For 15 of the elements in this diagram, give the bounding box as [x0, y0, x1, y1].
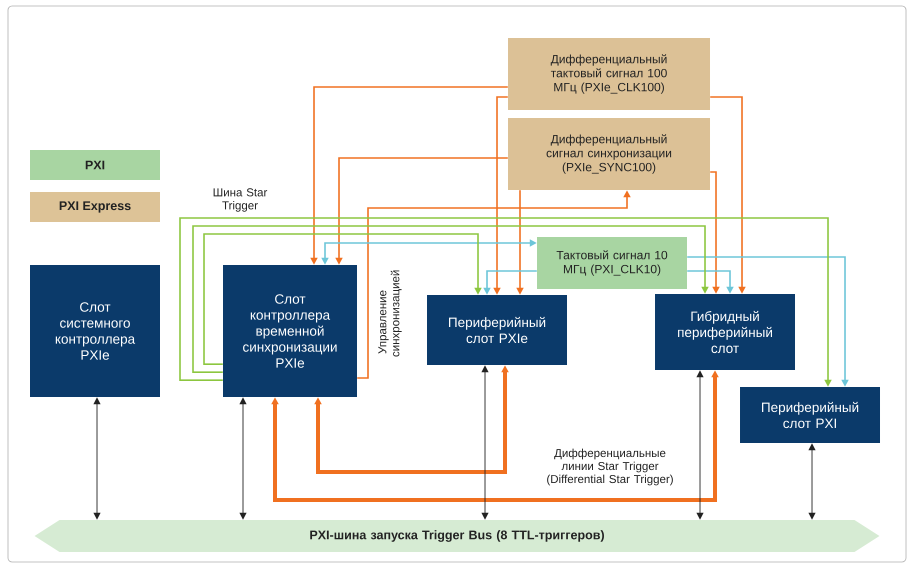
slot-box: Слот контроллера временной синхронизации PXIe — [223, 265, 357, 397]
signal-label: Шина Star Trigger — [214, 188, 268, 212]
signal-box: Дифференциальный тактовый сигнал 100 МГц (PXIe_CLK100) — [508, 38, 710, 110]
legend-item: PXI Express — [30, 192, 160, 222]
legend-item: PXI — [30, 150, 160, 180]
slot-box: Гибридный периферийный слот — [655, 294, 795, 370]
signal-label: Дифференциальные линии Star Trigger (Differential Star Trigger) — [547, 448, 673, 486]
slot-box: Периферийный слот PXIe — [427, 295, 567, 365]
slot-box: Слот системного контроллера PXIe — [30, 265, 160, 397]
signal-box: Дифференциальный сигнал синхронизации (PXIe_SYNC100) — [508, 118, 710, 190]
arrow — [192, 225, 709, 373]
edge-label: Управление синхронизацией — [378, 270, 402, 357]
slot-box: Периферийный слот PXI — [740, 387, 880, 443]
arrow — [203, 233, 482, 365]
signal-box: Тактовый сигнал 10 МГц (PXI_CLK10) — [537, 237, 687, 289]
